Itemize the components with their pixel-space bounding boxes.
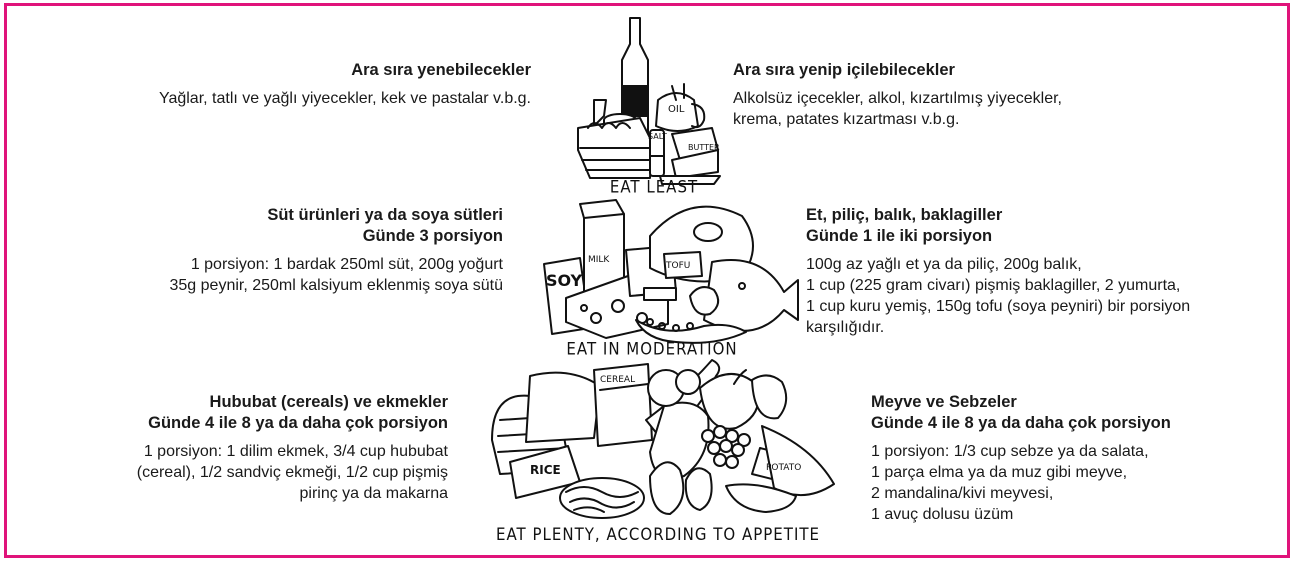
tofu-label: TOFU (665, 261, 690, 271)
butter-label: BUTTER (688, 143, 720, 152)
bottom-left-heading: Hububat (cereals) ve ekmekler Günde 4 il… (148, 393, 448, 432)
top-left-text: Ara sıra yenebilecekler Yağlar, tatlı ve… (11, 60, 531, 109)
bottom-right-text: Meyve ve Sebzeler Günde 4 ile 8 ya da da… (871, 392, 1281, 525)
rice-label: RICE (530, 463, 561, 477)
middle-tier-foods-drawing: SOY MILK TOFU (543, 199, 799, 344)
cereal-label: CEREAL (600, 375, 635, 385)
middle-right-heading: Et, piliç, balık, baklagiller Günde 1 il… (806, 206, 1003, 245)
top-right-text: Ara sıra yenip içilebilecekler Alkolsüz … (733, 60, 1213, 130)
middle-right-text: Et, piliç, balık, baklagiller Günde 1 il… (806, 205, 1286, 338)
top-right-body: Alkolsüz içecekler, alkol, kızartılmış y… (733, 90, 1062, 128)
potato-label: POTATO (766, 463, 801, 473)
top-left-heading: Ara sıra yenebilecekler (351, 61, 531, 79)
bottom-left-body: 1 porsiyon: 1 dilim ekmek, 3/4 cup hubub… (136, 443, 448, 502)
bottom-right-heading: Meyve ve Sebzeler Günde 4 ile 8 ya da da… (871, 393, 1171, 432)
top-tier-foods-drawing: SALT OIL BUTTER (577, 17, 721, 185)
salt-label: SALT (648, 132, 667, 141)
eat-least-label: EAT LEAST (609, 176, 699, 198)
bottom-tier-foods-drawing: RICE CEREAL POTATO (491, 359, 835, 519)
bottom-left-text: Hububat (cereals) ve ekmekler Günde 4 il… (8, 392, 448, 504)
pink-border-frame (4, 3, 1290, 558)
eat-in-moderation-label: EAT IN MODERATION (566, 338, 738, 360)
top-left-body: Yağlar, tatlı ve yağlı yiyecekler, kek v… (158, 90, 531, 107)
milk-label: MILK (588, 255, 610, 265)
middle-left-body: 1 porsiyon: 1 bardak 250ml süt, 200g yoğ… (169, 256, 504, 294)
middle-right-body: 100g az yağlı et ya da piliç, 200g balık… (806, 256, 1191, 336)
soy-label: SOY (546, 271, 583, 290)
middle-left-heading: Süt ürünleri ya da soya sütleri Günde 3 … (267, 206, 503, 245)
eat-plenty-label: EAT PLENTY, ACCORDING TO APPETITE (495, 523, 821, 545)
oil-label: OIL (668, 104, 685, 115)
middle-left-text: Süt ürünleri ya da soya sütleri Günde 3 … (23, 205, 504, 296)
bottom-right-body: 1 porsiyon: 1/3 cup sebze ya da salata, … (871, 443, 1149, 523)
top-right-heading: Ara sıra yenip içilebilecekler (733, 61, 955, 79)
